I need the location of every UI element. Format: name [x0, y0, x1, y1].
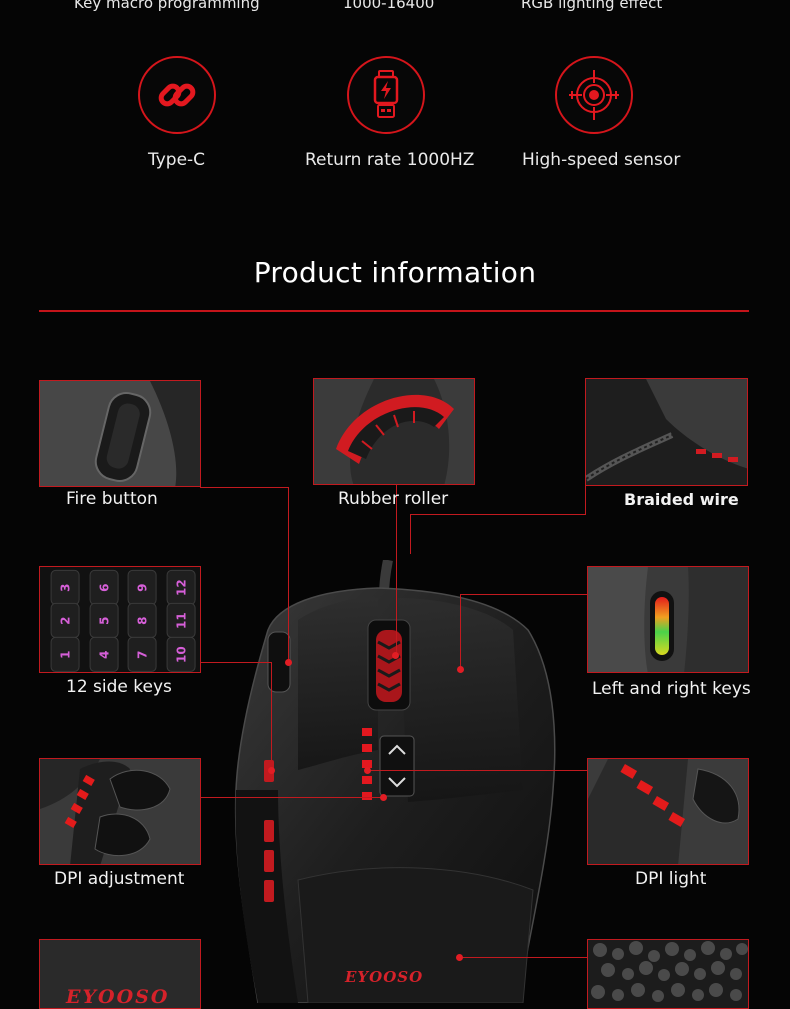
- connector-dot-roller: [392, 652, 399, 659]
- caption-side-keys: 12 side keys: [66, 677, 172, 697]
- connector-dot-fire: [285, 659, 292, 666]
- side-key: 6: [89, 570, 119, 605]
- connector-dot-lr-keys: [457, 666, 464, 673]
- caption-rubber-roller: Rubber roller: [338, 489, 449, 509]
- caption-dpi-adjustment: DPI adjustment: [54, 869, 185, 889]
- thumb-brand-logo: EYOOSO: [39, 939, 201, 1009]
- link-icon: [138, 56, 216, 134]
- feature-label-dpi-range: 1000-16400: [343, 0, 435, 12]
- thumb-texture: [587, 939, 749, 1009]
- side-key: 11: [166, 603, 196, 639]
- thumb-braided-wire: [585, 378, 748, 486]
- side-key: 8: [127, 603, 157, 639]
- thumb-rubber-roller: [313, 378, 475, 485]
- feature-label-sensor: High-speed sensor: [522, 150, 681, 170]
- connector-lr-keys: [460, 594, 588, 595]
- feature-label-return-rate: Return rate 1000HZ: [305, 150, 475, 170]
- thumb-dpi-light: [587, 758, 749, 865]
- side-key: 1: [50, 637, 80, 672]
- connector-wire-v2: [410, 514, 411, 554]
- mouse-brand-logo: EYOOSO: [345, 968, 424, 986]
- caption-left-right-keys: Left and right keys: [592, 679, 751, 699]
- usb-charge-icon: [347, 56, 425, 134]
- connector-dpi-light: [368, 770, 588, 771]
- caption-braided-wire: Braided wire: [624, 490, 739, 509]
- target-icon: [555, 56, 633, 134]
- side-key: 3: [50, 570, 80, 605]
- section-divider: [39, 310, 749, 312]
- side-key: 10: [166, 637, 196, 672]
- connector-dot-side-keys: [268, 767, 275, 774]
- connector-wire: [410, 514, 586, 515]
- connector-lr-keys-v: [460, 594, 461, 668]
- caption-dpi-light: DPI light: [635, 869, 707, 889]
- connector-roller: [396, 485, 397, 655]
- thumb-brand-text: EYOOSO: [66, 986, 170, 1008]
- connector-dot-dpi-light: [364, 767, 371, 774]
- connector-side-keys: [200, 662, 272, 663]
- side-key: 7: [127, 637, 157, 672]
- connector-dot-dpi-adjust: [380, 794, 387, 801]
- side-key: 12: [166, 570, 196, 605]
- thumb-dpi-adjustment: [39, 758, 201, 865]
- mouse-image: [228, 559, 568, 1004]
- connector-dpi-adjust: [200, 797, 383, 798]
- connector-wire-v: [585, 486, 586, 515]
- connector-fire-v: [288, 487, 289, 663]
- thumb-fire-button: [39, 380, 201, 487]
- side-key: 9: [127, 570, 157, 605]
- feature-label-type-c: Type-C: [148, 150, 206, 170]
- connector-bottom-right: [460, 957, 588, 958]
- side-key: 2: [50, 603, 80, 639]
- side-key: 5: [89, 603, 119, 639]
- caption-fire-button: Fire button: [66, 489, 158, 509]
- connector-side-keys-v: [271, 662, 272, 770]
- connector-dot-bottom-right: [456, 954, 463, 961]
- feature-label-rgb: RGB lighting effect: [521, 0, 663, 12]
- section-title: Product information: [253, 256, 537, 289]
- feature-label-macro: Key macro programming: [74, 0, 260, 12]
- side-key: 4: [89, 637, 119, 672]
- connector-fire: [200, 487, 289, 488]
- thumb-left-right-keys: [587, 566, 749, 673]
